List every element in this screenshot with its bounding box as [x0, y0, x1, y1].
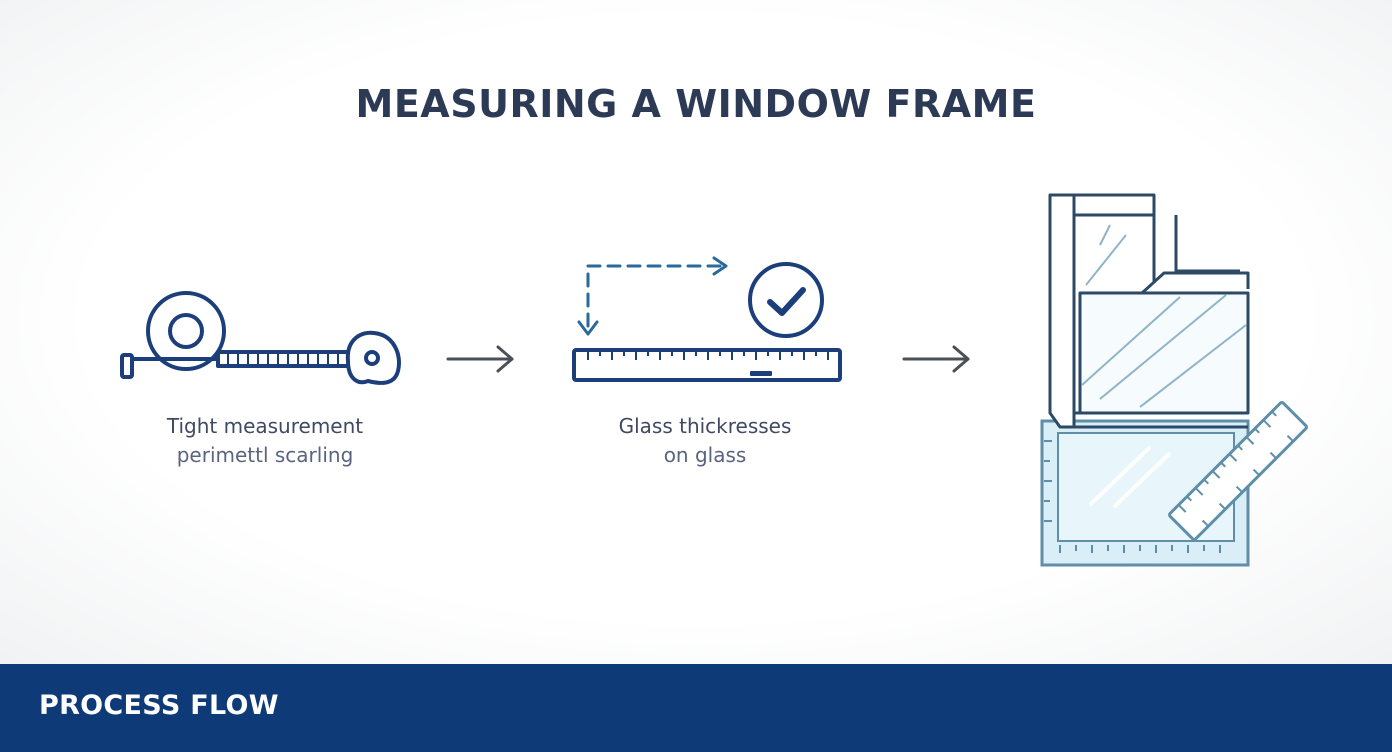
step-2-caption-line-1: Glass thickresses	[618, 414, 792, 438]
tape-measure-icon	[120, 291, 401, 385]
step-1-caption-line-2: perimettl scarling	[176, 443, 354, 467]
step-2-caption: Glass thickresses on glass	[555, 412, 855, 470]
diagram-card: MEASURING A WINDOW FRAME	[0, 0, 1392, 664]
arrow-right-icon	[446, 345, 514, 373]
window-frame-ruler-icon	[1040, 193, 1308, 567]
step-1-caption-line-1: Tight measurement	[166, 414, 364, 438]
footer-bar: PROCESS FLOW	[0, 664, 1392, 752]
footer-label: PROCESS FLOW	[39, 690, 279, 721]
step-1-caption: Tight measurement perimettl scarling	[115, 412, 415, 470]
step-2-caption-line-2: on glass	[663, 443, 747, 467]
diagram-title: MEASURING A WINDOW FRAME	[355, 82, 1037, 126]
arrow-right-icon	[902, 345, 970, 373]
ruler-check-icon	[572, 256, 842, 382]
